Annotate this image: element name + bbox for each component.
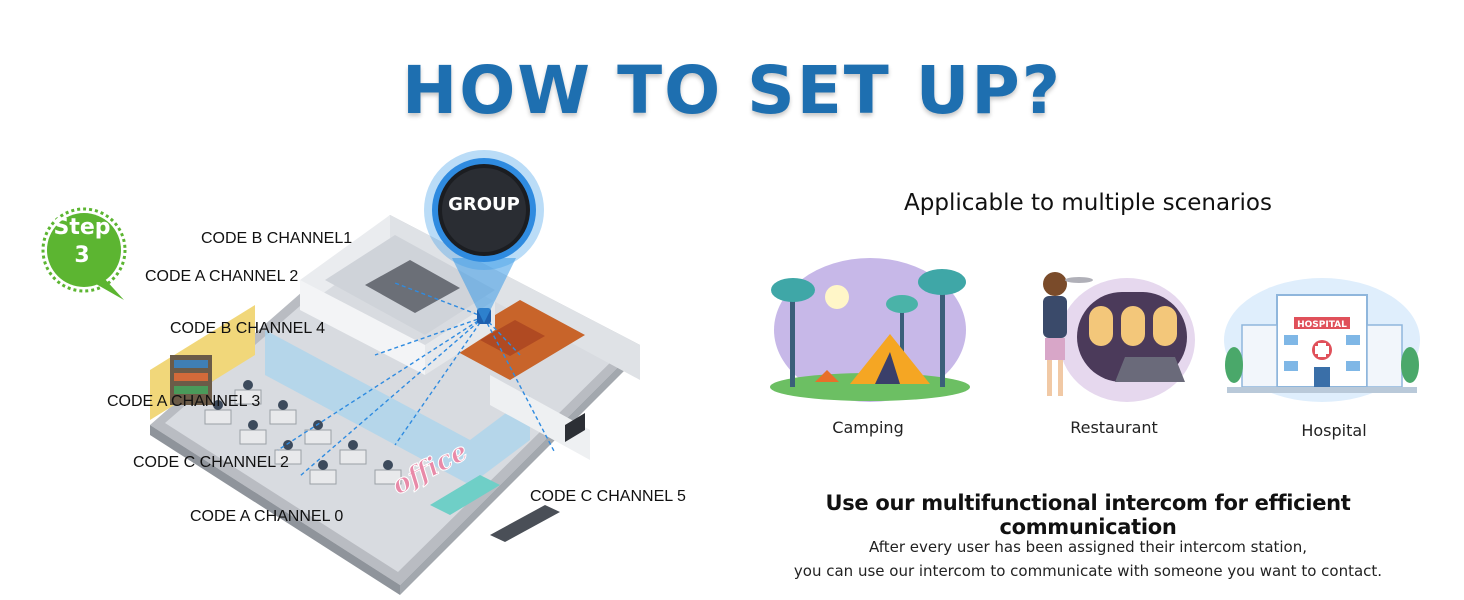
group-button-label: GROUP bbox=[448, 194, 520, 215]
scenario-caption-restaurant: Restaurant bbox=[1070, 418, 1158, 437]
restaurant-illustration bbox=[1043, 272, 1195, 402]
step-badge-icon bbox=[41, 207, 127, 300]
step-word: Step bbox=[53, 215, 111, 240]
step-number: 3 bbox=[74, 243, 90, 268]
channel-label: CODE A CHANNEL 0 bbox=[190, 508, 344, 525]
step-badge-text: Step 3 bbox=[38, 214, 126, 270]
group-button-pin-icon bbox=[424, 150, 544, 323]
hospital-illustration: HOSPITAL bbox=[1224, 278, 1420, 402]
channel-label: CODE B CHANNEL1 bbox=[201, 230, 353, 247]
office-floorplan-illustration: office bbox=[150, 215, 640, 595]
description-line-2: you can use our intercom to communicate … bbox=[793, 562, 1383, 580]
channel-label: CODE C CHANNEL 5 bbox=[530, 488, 686, 505]
channel-label: CODE C CHANNEL 2 bbox=[133, 454, 289, 471]
channel-label: CODE A CHANNEL 2 bbox=[145, 268, 299, 285]
scenario-caption-camping: Camping bbox=[832, 418, 904, 437]
camping-illustration bbox=[770, 258, 970, 402]
communication-heading: Use our multifunctional intercom for eff… bbox=[825, 491, 1351, 539]
signal-lines bbox=[277, 282, 556, 477]
hospital-sign: HOSPITAL bbox=[1297, 320, 1347, 330]
scenario-caption-hospital: Hospital bbox=[1301, 421, 1367, 440]
scenarios-heading: Applicable to multiple scenarios bbox=[904, 190, 1272, 216]
page-title: HOW TO SET UP? bbox=[401, 52, 1063, 129]
channel-label: CODE B CHANNEL 4 bbox=[170, 320, 325, 337]
channel-label: CODE A CHANNEL 3 bbox=[107, 393, 261, 410]
description-line-1: After every user has been assigned their… bbox=[868, 538, 1308, 556]
